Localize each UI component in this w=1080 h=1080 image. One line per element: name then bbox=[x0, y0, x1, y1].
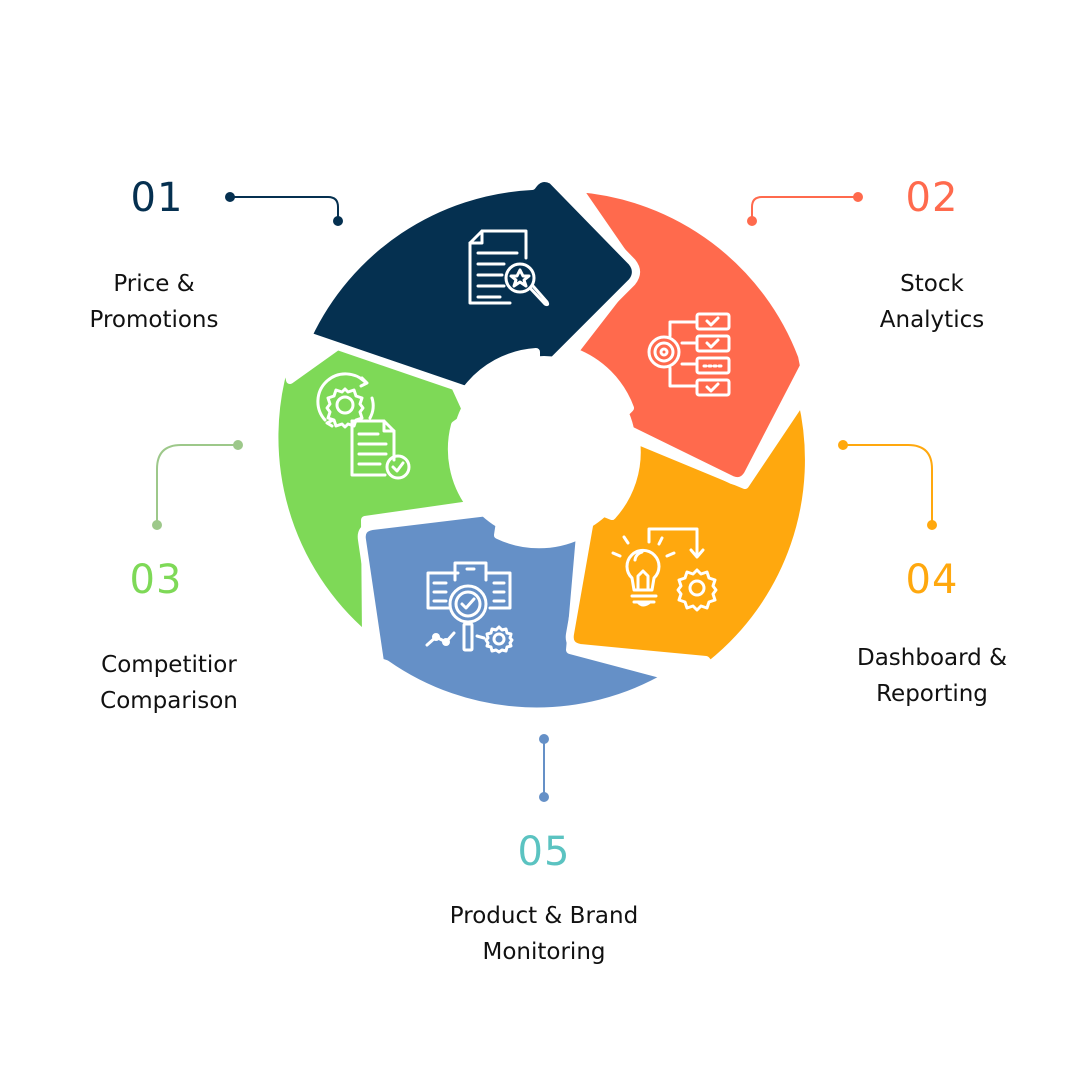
step-02-label: Stock Analytics bbox=[802, 266, 1062, 338]
step-03-label-line1: Competitior bbox=[101, 652, 237, 678]
target-checklist-icon bbox=[647, 312, 731, 397]
step-01-label-line1: Price & bbox=[113, 271, 195, 297]
gear-document-check-icon bbox=[316, 372, 411, 480]
step-02-label-line1: Stock bbox=[900, 271, 964, 297]
wheel-center-hole bbox=[452, 356, 636, 540]
segment-04-dashboard-reporting bbox=[565, 396, 813, 669]
step-04-label-line2: Reporting bbox=[876, 681, 988, 707]
step-04-number: 04 bbox=[905, 557, 959, 603]
step-04-label: Dashboard & Reporting bbox=[802, 640, 1062, 712]
step-05-number: 05 bbox=[517, 829, 571, 875]
step-01-number: 01 bbox=[130, 175, 184, 221]
document-search-star-icon bbox=[468, 229, 550, 307]
segment-01-price-promotions bbox=[304, 174, 640, 394]
step-02-label-line2: Analytics bbox=[879, 307, 985, 333]
step-05-label-line1: Product & Brand bbox=[449, 903, 639, 929]
step-01-label: Price & Promotions bbox=[24, 266, 284, 338]
step-01-label-line2: Promotions bbox=[89, 307, 219, 333]
step-03-label: Competitior Comparison bbox=[39, 647, 299, 719]
magnifier-check-documents-icon bbox=[425, 561, 514, 654]
step-02-number: 02 bbox=[905, 175, 959, 221]
step-05-label-line2: Monitoring bbox=[482, 939, 606, 965]
lightbulb-gear-icon bbox=[611, 527, 718, 612]
step-04-label-line1: Dashboard & bbox=[856, 645, 1008, 671]
segment-05-product-brand-monitoring bbox=[357, 507, 672, 716]
step-03-label-line2: Comparison bbox=[100, 688, 238, 714]
step-03-number: 03 bbox=[129, 557, 183, 603]
step-05-label: Product & Brand Monitoring bbox=[414, 898, 674, 970]
